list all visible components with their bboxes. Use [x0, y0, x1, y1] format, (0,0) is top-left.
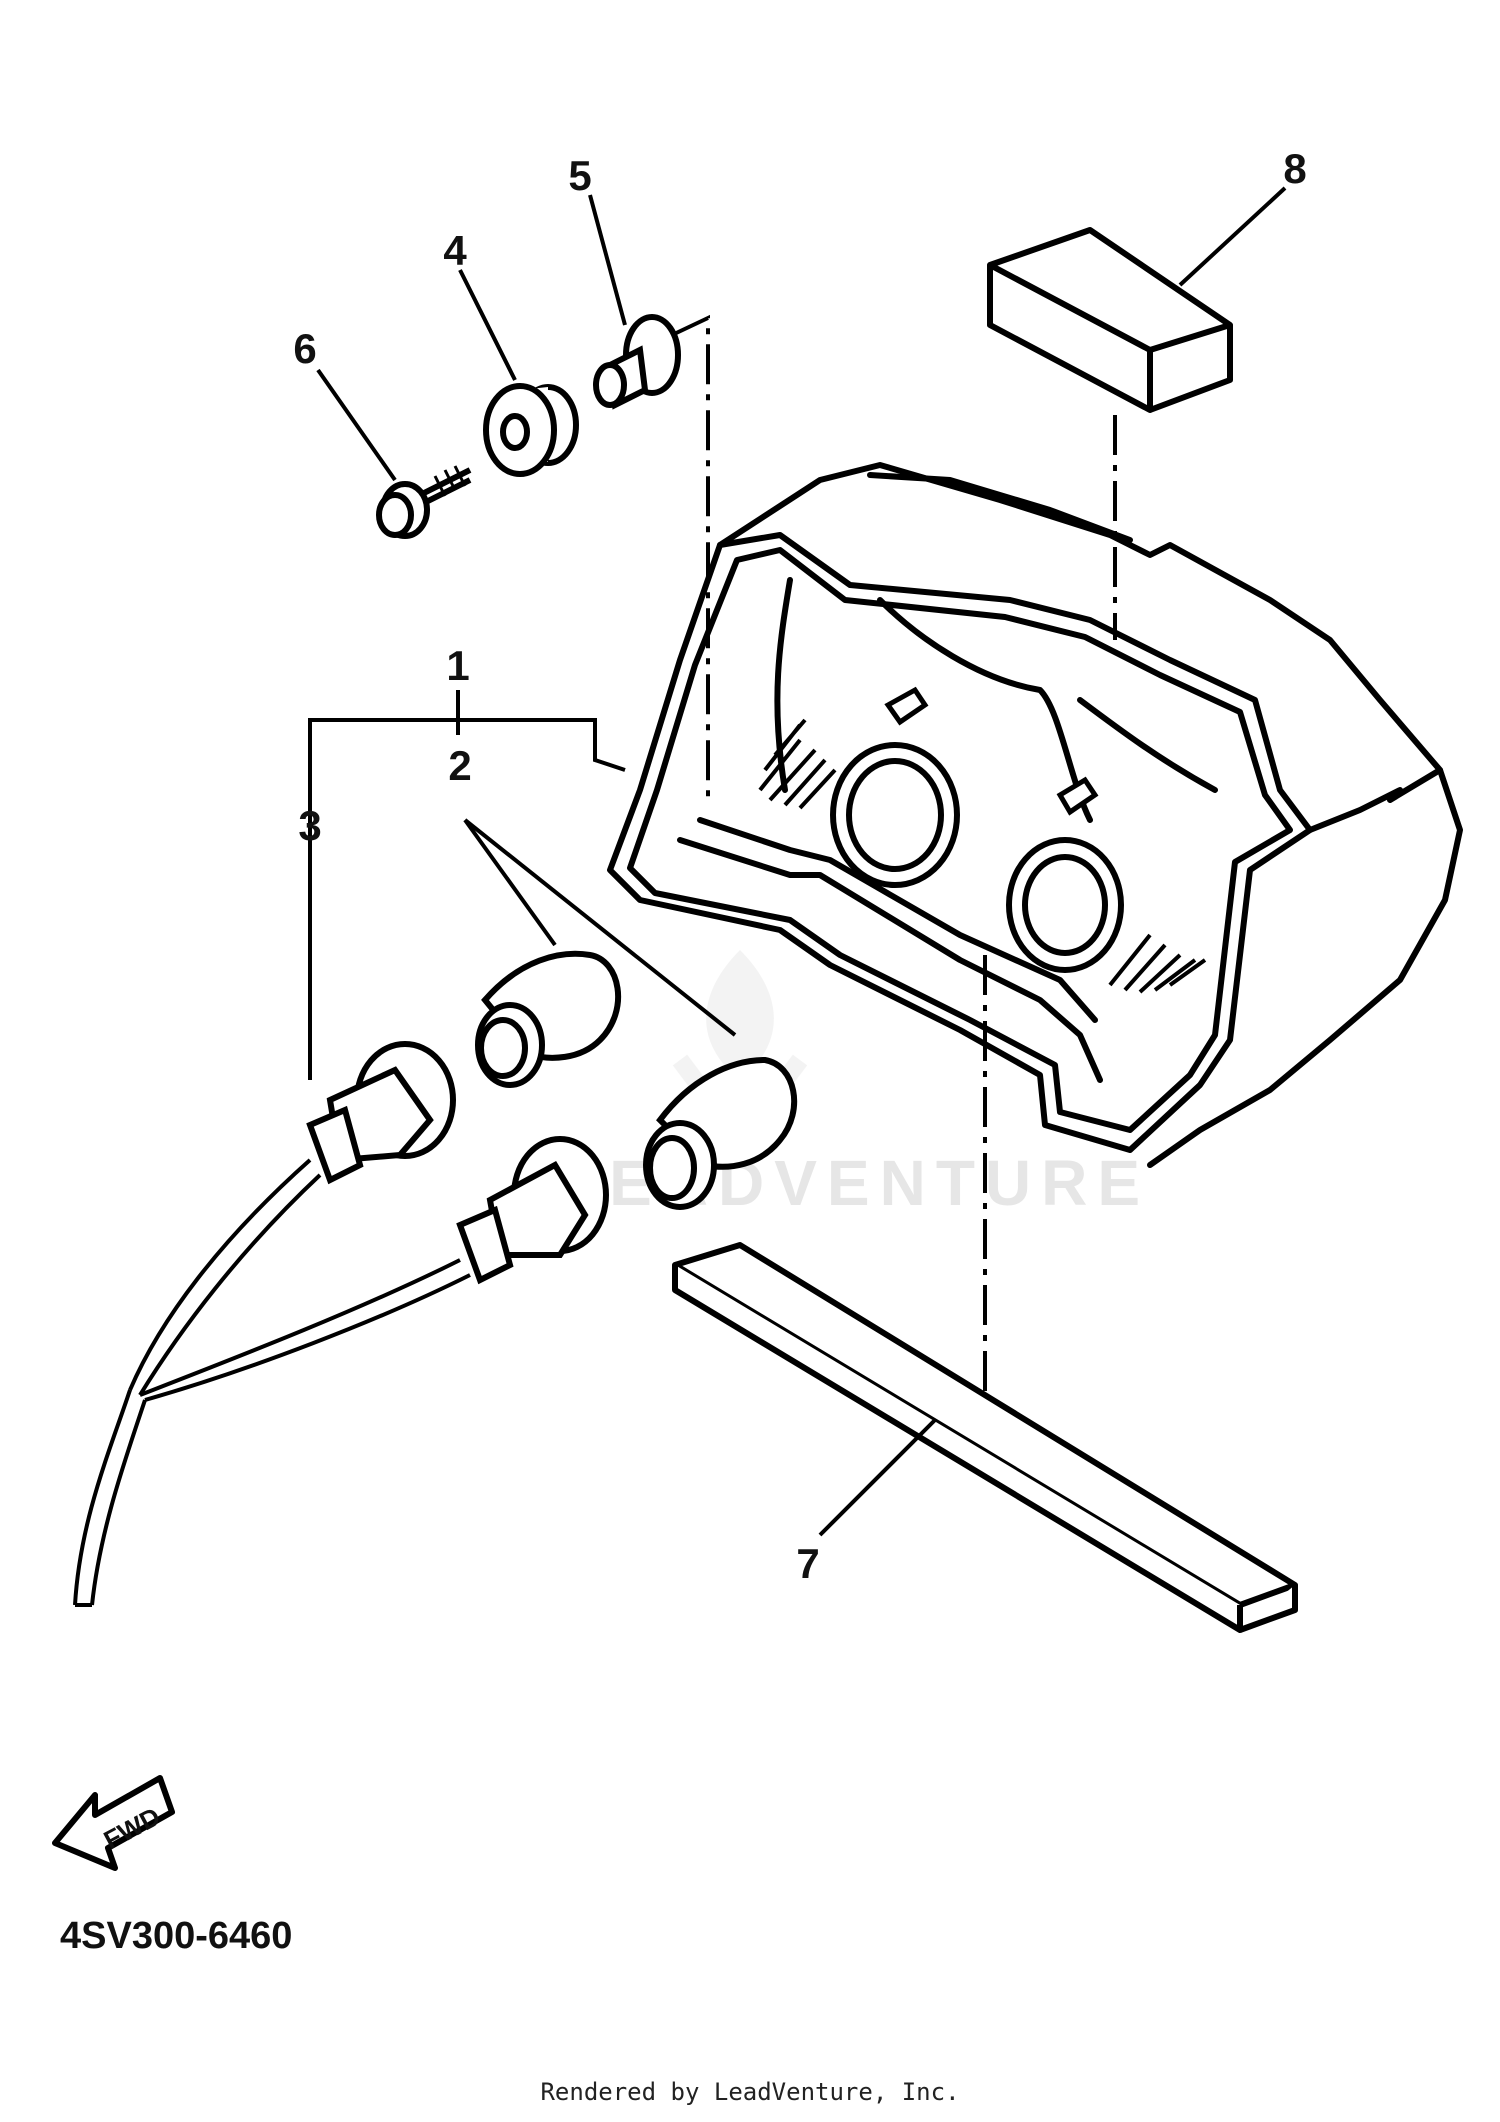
housing-fins-right — [1108, 933, 1207, 994]
dashed-line-fastener — [671, 314, 710, 800]
leader-2 — [463, 818, 737, 1037]
part-7-strip — [672, 1242, 1298, 1633]
housing-bulb-socket-right — [1006, 837, 1124, 973]
housing-fins-left — [758, 718, 837, 810]
leader-5 — [588, 194, 627, 326]
leader-4 — [458, 269, 517, 381]
callout-1: 1 — [446, 642, 469, 689]
fwd-arrow-icon: FWD — [52, 1775, 175, 1871]
part-code-label: 4SV300-6460 — [60, 1915, 292, 1957]
wiring-harness — [73, 1158, 471, 1607]
callout-5: 5 — [568, 152, 591, 199]
housing-pins — [884, 686, 1099, 816]
callout-8: 8 — [1283, 145, 1306, 192]
leader-7 — [818, 1418, 937, 1537]
tail-light-housing — [607, 462, 1463, 1168]
callout-2: 2 — [448, 742, 471, 789]
callout-6: 6 — [293, 325, 316, 372]
bracket-1-3 — [308, 690, 626, 1080]
part-5-collar — [593, 314, 681, 410]
leader-8 — [1178, 186, 1287, 287]
callout-7: 7 — [796, 1540, 819, 1587]
callout-3: 3 — [298, 802, 321, 849]
part-4-grommet — [483, 383, 579, 477]
part-2-bulb-left — [475, 950, 622, 1088]
part-2-bulb-right — [643, 1056, 798, 1210]
callout-4: 4 — [443, 227, 467, 274]
part-6-screw — [376, 465, 472, 539]
part-8-reflector — [987, 227, 1233, 413]
leader-6 — [316, 368, 397, 482]
housing-bulb-socket-left — [830, 742, 960, 888]
footer-credit: Rendered by LeadVenture, Inc. — [540, 2078, 959, 2106]
part-3-socket-lower — [456, 1136, 609, 1285]
part-3-socket-upper — [306, 1041, 456, 1185]
